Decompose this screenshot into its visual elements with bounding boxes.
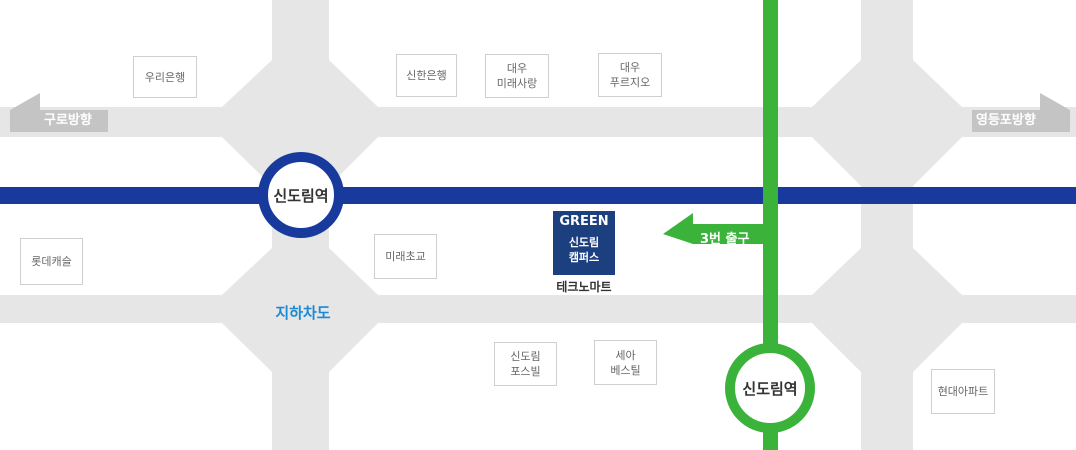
intersection-8 bbox=[812, 323, 962, 372]
building-sindorim-posvill: 신도림 포스빌 bbox=[494, 342, 557, 386]
intersection-4 bbox=[222, 323, 378, 372]
direction-left-label: 구로방향 bbox=[44, 113, 92, 128]
intersection-5 bbox=[812, 60, 962, 107]
exit-3-label: 3번 출구 bbox=[700, 232, 750, 247]
building-mirae-school: 미래초교 bbox=[374, 234, 437, 279]
station-sindorim-line1: 신도림역 bbox=[725, 343, 815, 433]
building-sea-vestil: 세아 베스틸 bbox=[594, 340, 657, 385]
green-campus-sign: GREEN 신도림 캠퍼스 bbox=[553, 211, 615, 275]
building-daewoo-mirae: 대우 미래사랑 bbox=[485, 54, 549, 98]
road-horizontal-2 bbox=[0, 295, 1076, 323]
exit-arrow bbox=[663, 213, 764, 244]
building-hyundai-apartment: 현대아파트 bbox=[931, 369, 995, 414]
road-horizontal-1 bbox=[0, 107, 1076, 137]
direction-right-label: 영등포방향 bbox=[976, 113, 1036, 128]
building-daewoo-purgio: 대우 푸르지오 bbox=[598, 53, 662, 97]
underpass-label: 지하차도 bbox=[275, 304, 331, 322]
arrow-right-direction bbox=[972, 93, 1070, 132]
intersection-6 bbox=[812, 137, 962, 186]
arrow-left-direction bbox=[10, 93, 108, 132]
subway-line-blue bbox=[0, 187, 1076, 204]
intersection-3 bbox=[222, 248, 378, 295]
building-lotte-castle: 롯데캐슬 bbox=[20, 238, 83, 285]
intersection-1 bbox=[222, 60, 378, 107]
station-sindorim-line2: 신도림역 bbox=[258, 152, 344, 238]
building-shinhan-bank: 신한은행 bbox=[396, 54, 457, 97]
technomart-label: 테크노마트 bbox=[556, 280, 612, 294]
building-woori-bank: 우리은행 bbox=[133, 56, 197, 98]
subway-line-green bbox=[763, 0, 778, 450]
intersection-7 bbox=[812, 248, 962, 295]
